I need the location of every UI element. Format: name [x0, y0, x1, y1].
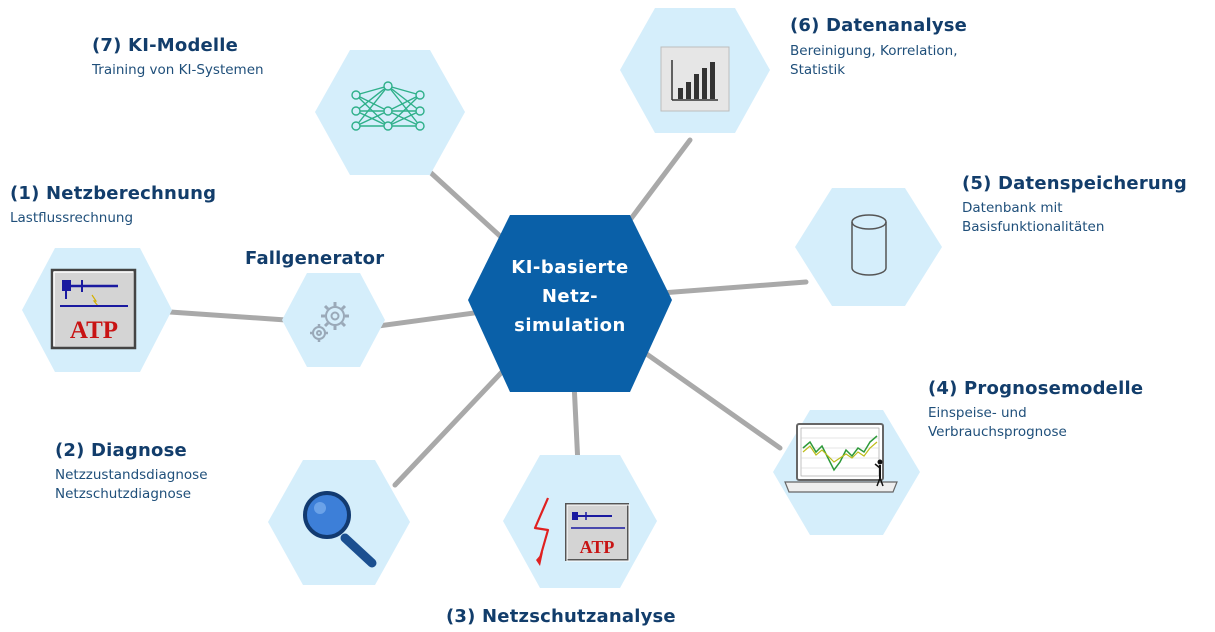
n6-title: (6) Datenanalyse [790, 15, 968, 36]
n4-subtitle-line1: Einspeise- und [928, 405, 1027, 421]
hex-center [468, 215, 672, 392]
n6-subtitle-line2: Statistik [790, 62, 846, 78]
n2-title: (2) Diagnose [55, 440, 187, 461]
atp-large-label: ATP [70, 317, 118, 344]
database-icon [851, 214, 887, 276]
n4-title: (4) Prognosemodelle [928, 378, 1144, 399]
atp-large-icon: ATP [50, 268, 137, 350]
laptop-forecast-icon [784, 423, 898, 493]
center-line1: KI-basierte [511, 257, 629, 278]
n1-title: (1) Netzberechnung [10, 183, 217, 204]
n5-title: (5) Datenspeicherung [962, 173, 1188, 194]
bar-chart-icon [660, 46, 730, 112]
n4-subtitle-line2: Verbrauchsprognose [928, 424, 1067, 440]
center-label: KI-basierte Netz- simulation [470, 253, 670, 340]
neural-network-icon [351, 81, 425, 131]
n6-subtitle-line1: Bereinigung, Korrelation, [790, 43, 958, 59]
atp-small-icon: ATP [565, 503, 630, 562]
fallgenerator-title: Fallgenerator [245, 248, 385, 269]
n5-subtitle-line1: Datenbank mit [962, 200, 1063, 216]
lightning-icon [533, 497, 550, 566]
n1-subtitle: Lastflussrechnung [10, 210, 134, 226]
n7-title: (7) KI-Modelle [92, 35, 239, 56]
n7-subtitle: Training von KI-Systemen [92, 62, 264, 78]
n5-subtitle-line2: Basisfunktionalitäten [962, 219, 1105, 235]
magnifier-icon [303, 491, 377, 568]
center-line2: Netz- [541, 286, 599, 307]
n2-subtitle-line2: Netzschutzdiagnose [55, 486, 192, 502]
n2-subtitle-line1: Netzzustandsdiagnose [55, 467, 208, 483]
n3-title: (3) Netzschutzanalyse [446, 606, 676, 627]
gear-icon [310, 302, 349, 342]
connector-n1 [167, 309, 289, 323]
atp-small-label: ATP [580, 537, 615, 557]
center-line3: simulation [514, 315, 626, 336]
hex-n5 [795, 188, 942, 306]
